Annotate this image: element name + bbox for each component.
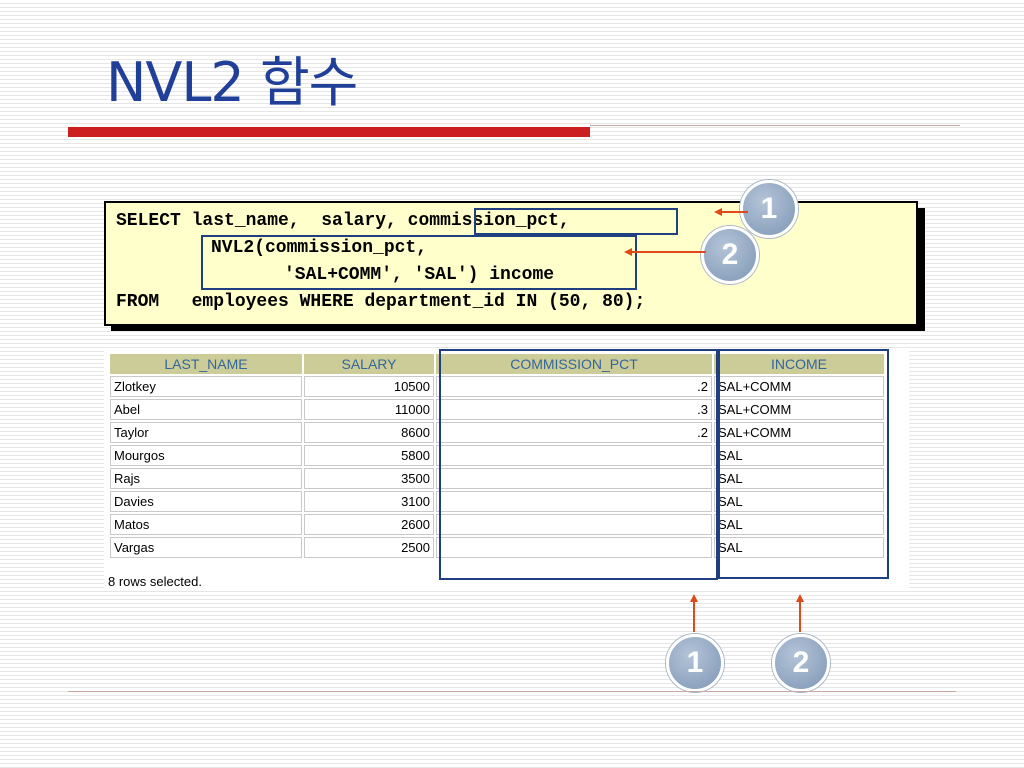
cell-income: SAL+COMM bbox=[714, 376, 884, 397]
cell-income: SAL bbox=[714, 514, 884, 535]
header-income: INCOME bbox=[714, 354, 884, 374]
cell-commission-pct bbox=[436, 491, 712, 512]
table-row: Mourgos 5800 SAL bbox=[110, 445, 884, 466]
cell-salary: 10500 bbox=[304, 376, 434, 397]
cell-last-name: Matos bbox=[110, 514, 302, 535]
cell-commission-pct bbox=[436, 537, 712, 558]
cell-income: SAL bbox=[714, 537, 884, 558]
code-line-1-commission: commission_pct bbox=[407, 211, 559, 231]
result-table: LAST_NAME SALARY COMMISSION_PCT INCOME Z… bbox=[108, 352, 886, 560]
table-row: Rajs 3500 SAL bbox=[110, 468, 884, 489]
badge-1-top: 1 bbox=[740, 180, 798, 238]
code-line-4: FROM employees WHERE department_id IN (5… bbox=[116, 292, 646, 312]
cell-salary: 3500 bbox=[304, 468, 434, 489]
table-row: Davies 3100 SAL bbox=[110, 491, 884, 512]
code-line-3: 'SAL+COMM', 'SAL') income bbox=[284, 265, 555, 285]
code-line-2: NVL2(commission_pct, bbox=[211, 238, 428, 258]
title-underline-thin bbox=[590, 125, 960, 126]
cell-income: SAL bbox=[714, 491, 884, 512]
highlight-nvl2-expression bbox=[201, 235, 637, 290]
cell-salary: 3100 bbox=[304, 491, 434, 512]
cell-commission-pct: .2 bbox=[436, 376, 712, 397]
cell-last-name: Zlotkey bbox=[110, 376, 302, 397]
cell-last-name: Rajs bbox=[110, 468, 302, 489]
title-underline-red bbox=[68, 127, 590, 137]
cell-salary: 2500 bbox=[304, 537, 434, 558]
rows-selected-message: 8 rows selected. bbox=[108, 574, 202, 589]
code-line-1-select: SELECT last_name, salary, bbox=[116, 211, 397, 231]
table-row: Zlotkey 10500 .2 SAL+COMM bbox=[110, 376, 884, 397]
cell-last-name: Mourgos bbox=[110, 445, 302, 466]
code-line-1: SELECT last_name, salary, commission_pct… bbox=[116, 210, 570, 232]
highlight-commission-column bbox=[439, 349, 718, 580]
badge-2-bottom: 2 bbox=[772, 634, 830, 692]
footer-rule bbox=[68, 691, 956, 692]
cell-commission-pct bbox=[436, 514, 712, 535]
table-row: Abel 11000 .3 SAL+COMM bbox=[110, 399, 884, 420]
header-salary: SALARY bbox=[304, 354, 434, 374]
badge-1-bottom: 1 bbox=[666, 634, 724, 692]
result-panel: LAST_NAME SALARY COMMISSION_PCT INCOME Z… bbox=[104, 348, 909, 591]
cell-income: SAL+COMM bbox=[714, 399, 884, 420]
table-header-row: LAST_NAME SALARY COMMISSION_PCT INCOME bbox=[110, 354, 884, 374]
cell-salary: 11000 bbox=[304, 399, 434, 420]
cell-income: SAL bbox=[714, 445, 884, 466]
code-line-1-comma: , bbox=[558, 211, 570, 231]
cell-last-name: Abel bbox=[110, 399, 302, 420]
cell-salary: 8600 bbox=[304, 422, 434, 443]
cell-commission-pct bbox=[436, 445, 712, 466]
cell-last-name: Taylor bbox=[110, 422, 302, 443]
badge-2-top: 2 bbox=[701, 226, 759, 284]
cell-salary: 2600 bbox=[304, 514, 434, 535]
cell-last-name: Vargas bbox=[110, 537, 302, 558]
cell-commission-pct: .3 bbox=[436, 399, 712, 420]
table-row: Vargas 2500 SAL bbox=[110, 537, 884, 558]
highlight-commission-pct bbox=[474, 208, 678, 235]
cell-last-name: Davies bbox=[110, 491, 302, 512]
header-last-name: LAST_NAME bbox=[110, 354, 302, 374]
cell-income: SAL bbox=[714, 468, 884, 489]
cell-income: SAL+COMM bbox=[714, 422, 884, 443]
highlight-income-column bbox=[718, 349, 889, 579]
header-commission-pct: COMMISSION_PCT bbox=[436, 354, 712, 374]
table-row: Matos 2600 SAL bbox=[110, 514, 884, 535]
cell-commission-pct bbox=[436, 468, 712, 489]
page-title: NVL2 함수 bbox=[106, 51, 358, 114]
cell-salary: 5800 bbox=[304, 445, 434, 466]
table-row: Taylor 8600 .2 SAL+COMM bbox=[110, 422, 884, 443]
cell-commission-pct: .2 bbox=[436, 422, 712, 443]
